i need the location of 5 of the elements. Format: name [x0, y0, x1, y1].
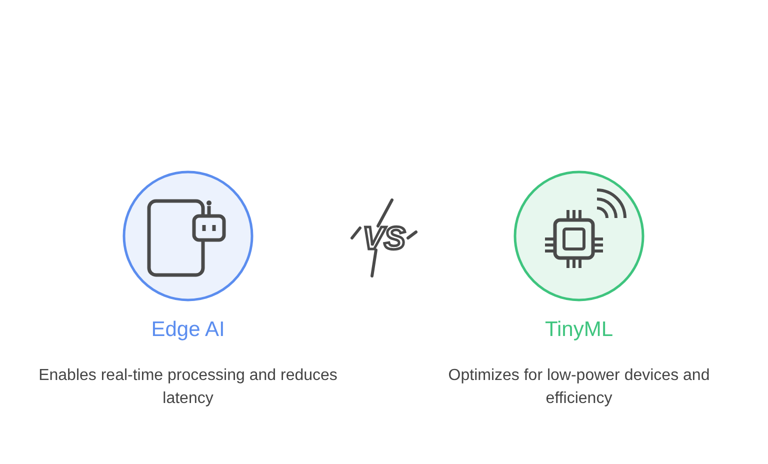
description-text: Optimizes for low-power devices and efficiency	[447, 366, 711, 409]
category-title: TinyML	[544, 318, 614, 342]
category-title: Edge AI	[151, 318, 225, 342]
description-text: Enables real-time processing and reduces latency	[38, 366, 338, 409]
versus-label: VS	[362, 220, 406, 256]
